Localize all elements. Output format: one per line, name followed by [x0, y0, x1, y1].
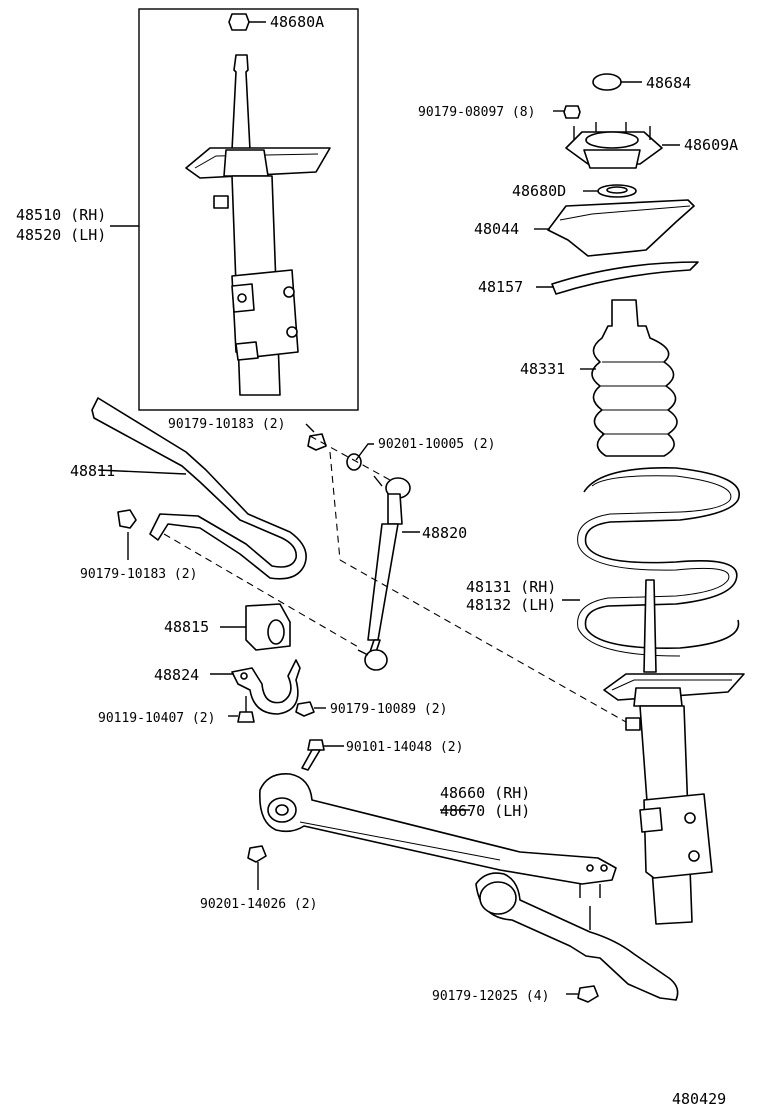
coil-spring-48131	[562, 467, 740, 657]
label-48820: 48820	[422, 524, 467, 542]
nut-90179-12025	[566, 985, 599, 1003]
label-90179-10183-upper: 90179-10183 (2)	[168, 417, 285, 432]
nut-90179-10089	[295, 701, 326, 717]
nut-90179-10183-left	[117, 509, 137, 560]
label-90179-12025: 90179-12025 (4)	[432, 989, 549, 1004]
label-48670: 48670 (LH)	[440, 802, 530, 820]
label-48510: 48510 (RH)	[16, 206, 106, 224]
label-90179-10183-left: 90179-10183 (2)	[80, 567, 197, 582]
label-48684: 48684	[646, 74, 691, 92]
strut-assembly-48510	[185, 13, 331, 396]
label-48680A: 48680A	[270, 13, 324, 31]
dust-cap-48684	[592, 73, 642, 91]
label-90119-10407: 90119-10407 (2)	[98, 711, 215, 726]
label-48609A: 48609A	[684, 136, 738, 154]
nut-90179-08097	[553, 105, 581, 119]
label-48132: 48132 (LH)	[466, 596, 556, 614]
label-48520: 48520 (LH)	[16, 226, 106, 244]
lower-bracket	[475, 872, 679, 1001]
label-48157: 48157	[478, 278, 523, 296]
strut-inset-box	[138, 8, 359, 411]
label-90201-10005: 90201-10005 (2)	[378, 437, 495, 452]
bushing-48815	[220, 603, 291, 651]
label-48660: 48660 (RH)	[440, 784, 530, 802]
nut-90201-14026	[247, 845, 267, 890]
diagram-id: 480429	[672, 1090, 726, 1108]
alignment-line-2	[329, 451, 341, 561]
alignment-line-4	[309, 435, 391, 481]
label-90101-14048: 90101-14048 (2)	[346, 740, 463, 755]
label-90179-10089: 90179-10089 (2)	[330, 702, 447, 717]
washer-90201-10005	[346, 443, 374, 471]
boot-48331	[580, 299, 678, 457]
insulator-48157	[536, 261, 699, 295]
label-48044: 48044	[474, 220, 519, 238]
label-48131: 48131 (RH)	[466, 578, 556, 596]
lower-arm-48660	[259, 773, 617, 898]
label-48811: 48811	[70, 462, 115, 480]
label-48680D: 48680D	[512, 182, 566, 200]
strut-lower-right	[603, 579, 745, 925]
mount-48609A	[565, 122, 680, 169]
label-90179-08097: 90179-08097 (8)	[418, 105, 535, 120]
alignment-line-3	[339, 559, 627, 723]
stabilizer-link-48820	[357, 475, 420, 671]
label-48815: 48815	[164, 618, 209, 636]
bearing-48680D	[583, 184, 637, 198]
nut-90179-10183-upper	[305, 423, 327, 451]
stabilizer-bar-48811	[91, 397, 307, 580]
bolt-90119-10407	[228, 696, 255, 723]
bracket-48824	[210, 659, 301, 715]
spring-seat-48044	[534, 199, 695, 257]
label-48331: 48331	[520, 360, 565, 378]
label-48824: 48824	[154, 666, 199, 684]
bolt-90101-14048	[301, 739, 344, 771]
alignment-line-1	[163, 533, 361, 649]
label-90201-14026: 90201-14026 (2)	[200, 897, 317, 912]
